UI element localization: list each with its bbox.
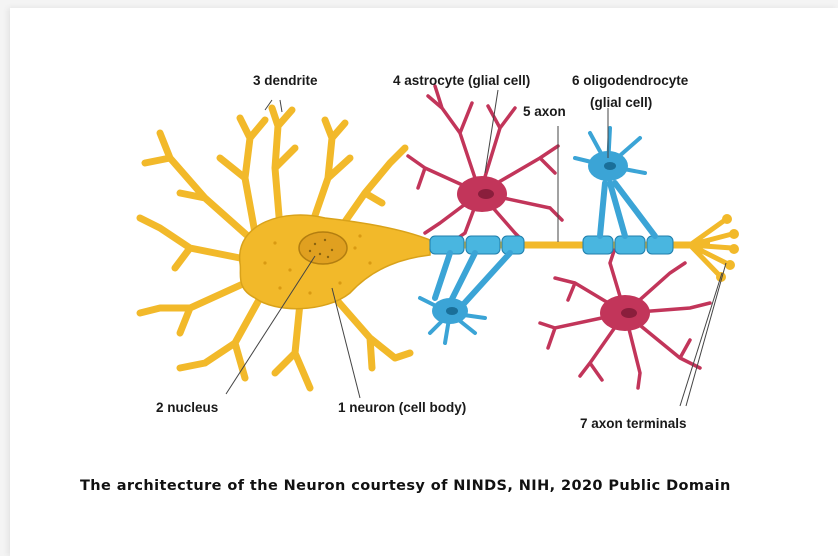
axon-terminals — [690, 214, 739, 282]
figure-caption: The architecture of the Neuron courtesy … — [80, 478, 838, 494]
oligodendrocyte-bottom — [420, 253, 510, 343]
label-axon-terminals: 7 axon terminals — [580, 416, 687, 431]
figure-card: 3 dendrite 4 astrocyte (glial cell) 6 ol… — [10, 8, 838, 556]
astrocyte-top-nucleus — [478, 189, 494, 199]
label-oligodendrocyte-line1: 6 oligodendrocyte — [572, 73, 689, 88]
astrocyte-bottom-nucleus — [621, 308, 637, 318]
label-dendrite: 3 dendrite — [253, 73, 318, 88]
label-neuron: 1 neuron (cell body) — [338, 400, 466, 415]
label-nucleus: 2 nucleus — [156, 400, 218, 415]
nucleus — [299, 232, 347, 264]
label-oligodendrocyte-line2: (glial cell) — [590, 95, 652, 110]
neuron-diagram: 3 dendrite 4 astrocyte (glial cell) 6 ol… — [10, 8, 838, 556]
oligodendrocyte-top — [575, 128, 655, 236]
label-axon: 5 axon — [523, 104, 566, 119]
label-astrocyte: 4 astrocyte (glial cell) — [393, 73, 530, 88]
